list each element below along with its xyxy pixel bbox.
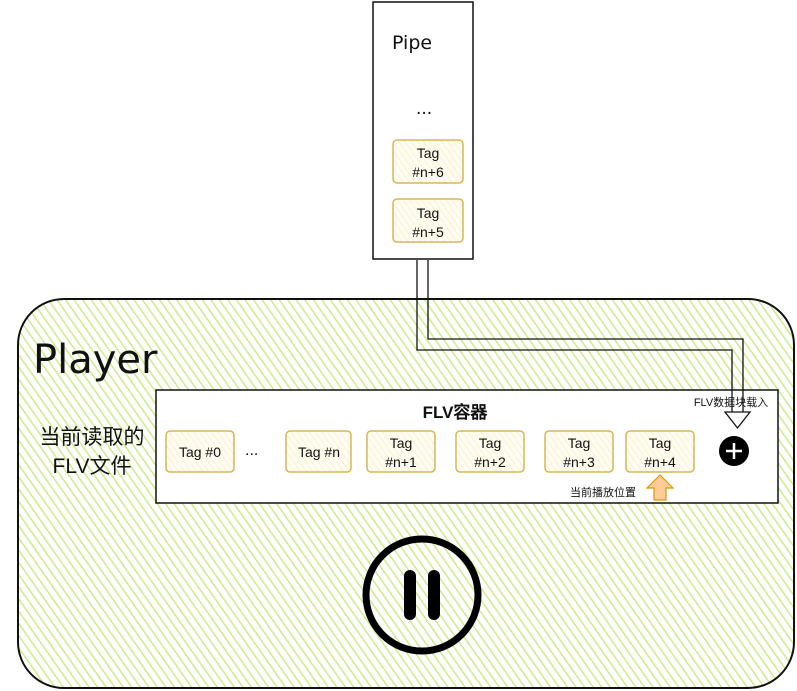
tag-label: Tag xyxy=(417,205,440,221)
pipe-title: Pipe xyxy=(392,32,432,54)
plus-circle-icon[interactable] xyxy=(719,436,749,466)
tag-label: Tag #n xyxy=(298,444,340,460)
tag-n: Tag #n xyxy=(285,430,352,473)
pause-icon[interactable] xyxy=(362,535,482,655)
tag-index: #n+2 xyxy=(474,454,506,470)
pipe-tag-n6: Tag #n+6 xyxy=(392,139,464,184)
current-file-label-line2: FLV文件 xyxy=(53,455,132,478)
load-connector-arrow xyxy=(416,260,752,430)
play-position-arrow-icon xyxy=(645,474,675,501)
tag-n1: Tag #n+1 xyxy=(366,430,436,473)
pipe-tag-n5: Tag #n+5 xyxy=(392,198,464,243)
container-ellipsis: ... xyxy=(245,442,258,459)
pipe-ellipsis: ... xyxy=(416,99,432,119)
play-position-label: 当前播放位置 xyxy=(570,485,636,499)
tag-label: Tag #0 xyxy=(179,444,221,460)
tag-label: Tag xyxy=(568,435,591,451)
tag-label: Tag xyxy=(390,435,413,451)
tag-index: #n+3 xyxy=(563,454,595,470)
tag-label: Tag xyxy=(417,145,440,161)
tag-index: #n+5 xyxy=(412,224,444,240)
tag-index: #n+4 xyxy=(644,454,676,470)
tag-index: #n+6 xyxy=(412,164,444,180)
tag-n4: Tag #n+4 xyxy=(625,430,695,473)
current-file-label-line1: 当前读取的 xyxy=(40,426,145,449)
tag-n2: Tag #n+2 xyxy=(455,430,525,473)
flv-container: FLV容器 FLV数据块载入 ... Tag #0 Tag #n Tag #n+… xyxy=(155,389,779,504)
tag-index: #n+1 xyxy=(385,454,417,470)
player-title: Player xyxy=(33,337,158,383)
flv-container-title: FLV容器 xyxy=(423,402,489,422)
tag-label: Tag xyxy=(649,435,672,451)
pipe: Pipe ... Tag #n+6 Tag #n+5 xyxy=(372,1,474,260)
load-label: FLV数据块载入 xyxy=(694,395,768,409)
tag-0: Tag #0 xyxy=(165,430,235,473)
tag-label: Tag xyxy=(479,435,502,451)
tag-n3: Tag #n+3 xyxy=(544,430,614,473)
